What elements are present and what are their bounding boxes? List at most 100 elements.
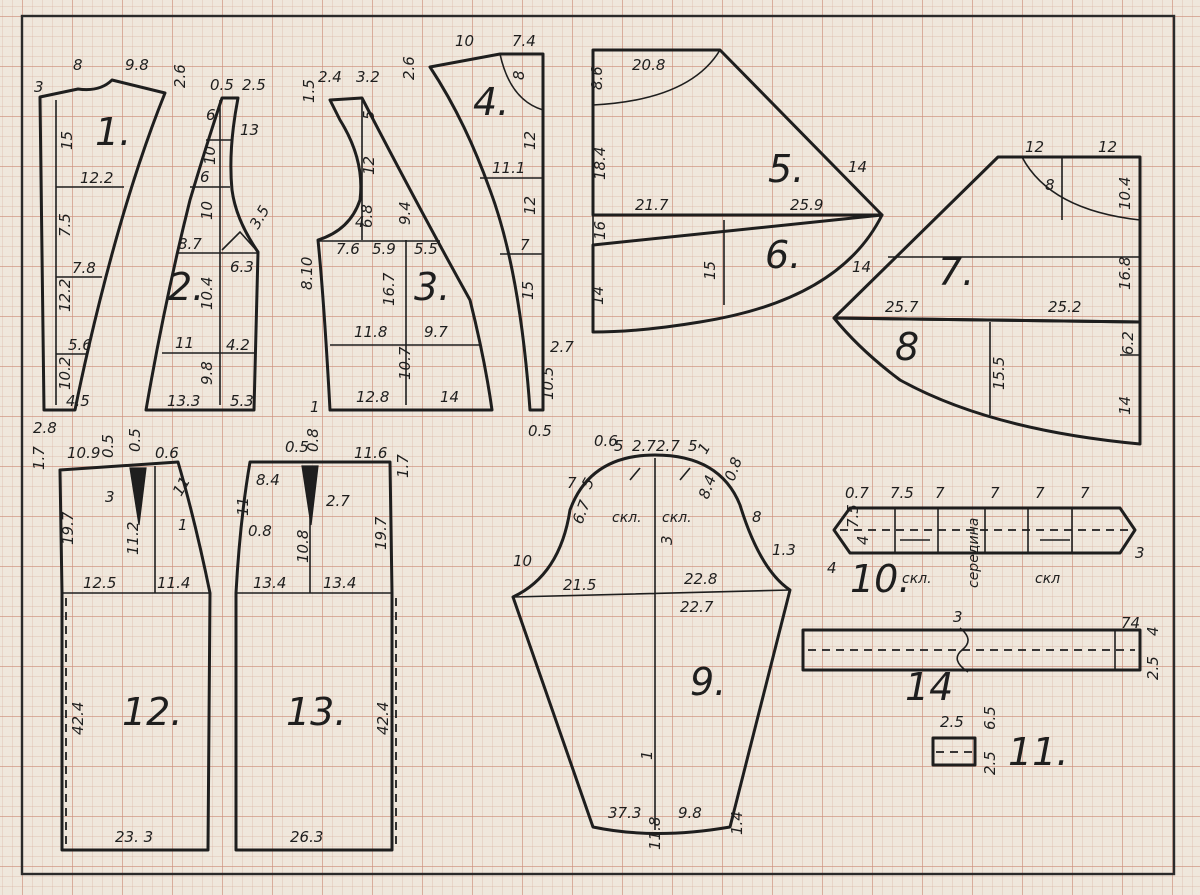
measure-label: 10.4	[1116, 177, 1134, 210]
measure-label: 3	[1135, 544, 1145, 562]
piece-11-outline	[931, 736, 977, 767]
piece-1-outline	[38, 78, 167, 412]
measure-label: 3.5	[246, 202, 274, 232]
measure-label: 7.6	[336, 240, 360, 258]
measure-label: 10.9	[67, 444, 100, 462]
measure-label: 8	[1045, 176, 1055, 194]
measure-label: 1.4	[728, 811, 746, 835]
measure-label: 14	[440, 388, 459, 406]
measure-label: 1	[178, 516, 188, 534]
measure-label: 8	[752, 508, 762, 526]
measure-label: 10.8	[294, 530, 312, 563]
piece-2-dart	[221, 230, 259, 253]
measure-label: 8	[73, 56, 83, 74]
measure-label: 9.8	[125, 56, 149, 74]
piece-number-p3: 3.	[414, 265, 450, 309]
measure-label: 7.4	[512, 32, 536, 50]
measure-label: 14	[852, 258, 871, 276]
measure-label: 0.8	[304, 428, 322, 452]
measure-label: 0.5	[126, 428, 144, 452]
measure-label: 12.5	[83, 574, 116, 592]
measure-label: 7	[1035, 484, 1045, 502]
piece-numbers: 1.2.3.4.5.6.7.89.10.11.12.13.14	[95, 80, 1068, 774]
measure-label: 0.5	[210, 76, 234, 94]
measure-label: 12.2	[56, 279, 74, 312]
measure-label: 11.4	[157, 574, 190, 592]
piece-12-outline	[58, 460, 212, 852]
measure-label: 1	[638, 750, 656, 760]
piece-number-p4: 4.	[473, 80, 509, 124]
measure-label: 0.6	[155, 444, 179, 462]
measure-label: 11.8	[646, 817, 664, 850]
piece-2-lines	[162, 100, 258, 405]
measure-label: 10	[198, 201, 216, 220]
piece-3-outline	[316, 96, 494, 412]
measure-label: 0.6	[594, 432, 618, 450]
measure-label: 16.8	[1116, 257, 1134, 290]
measure-label: 11	[234, 497, 252, 516]
measure-label: 10.5	[539, 367, 557, 400]
measure-label: 6.2	[1119, 331, 1137, 355]
measure-label: 12	[360, 156, 378, 175]
measure-label: 9.4	[396, 201, 414, 225]
piece-7-outline	[832, 155, 1142, 324]
measure-label: 1.3	[772, 541, 796, 559]
measure-label: 14	[1116, 396, 1134, 415]
measure-label: 4	[854, 535, 872, 545]
measure-label: 12.2	[80, 169, 113, 187]
measure-label: 2.4	[318, 68, 342, 86]
measure-label: 10.4	[198, 277, 216, 310]
measure-label: 6	[200, 168, 210, 186]
piece-5-outline	[591, 48, 884, 217]
measure-label: 22.7	[680, 598, 714, 616]
measure-label: 10	[513, 552, 532, 570]
measure-label: 21.7	[635, 196, 669, 214]
measure-label: 12.8	[356, 388, 389, 406]
piece-number-p10: 10.	[850, 557, 910, 601]
measure-label: 19.7	[372, 516, 390, 550]
measure-label: 3	[34, 78, 44, 96]
piece-2-outline	[144, 96, 260, 412]
word-fold_3: скл.	[902, 571, 932, 587]
measure-label: 7	[935, 484, 945, 502]
frame-border	[20, 14, 1176, 876]
measure-label: 7.5	[844, 504, 862, 528]
measure-label: 4.2	[226, 336, 250, 354]
measure-label: 9.8	[678, 804, 702, 822]
measure-label: 2.5	[1144, 656, 1162, 680]
piece-6-outline	[591, 213, 884, 334]
measure-label: 13.4	[253, 574, 286, 592]
measure-label: 16	[591, 221, 609, 240]
measure-label: 2.7	[656, 437, 680, 455]
measure-label: 12	[521, 196, 539, 215]
piece-4-outline	[428, 52, 545, 412]
measure-label: 7.8	[72, 259, 96, 277]
measure-label: 2.8	[33, 419, 57, 437]
measure-label: 13.3	[167, 392, 200, 410]
piece-8-outline	[832, 316, 1142, 446]
piece-number-p13: 13.	[286, 690, 346, 734]
word-middle: середина	[966, 518, 982, 588]
measure-label: 2.5	[0, 0, 24, 4]
measure-label: 4	[827, 559, 837, 577]
measure-label: 0.5	[99, 434, 117, 458]
measure-label: 15.5	[990, 357, 1008, 390]
measure-label: 5.6	[68, 336, 92, 354]
measure-label: 7	[990, 484, 1000, 502]
piece-number-p14: 14	[905, 665, 953, 709]
measure-label: 22.8	[684, 570, 717, 588]
measure-label: 10	[455, 32, 474, 50]
measure-label: 11.8	[354, 323, 387, 341]
measure-label: 1	[310, 398, 320, 416]
measure-label: 7.5	[890, 484, 914, 502]
measure-label: 4	[1144, 626, 1162, 636]
measure-label: 2.5	[940, 713, 964, 731]
piece-9-folds	[629, 467, 691, 481]
piece-4-lines	[480, 53, 544, 255]
piece-13-dart	[301, 465, 319, 526]
piece-number-p8: 8	[895, 325, 919, 369]
measure-label: 23. 3	[115, 828, 153, 846]
